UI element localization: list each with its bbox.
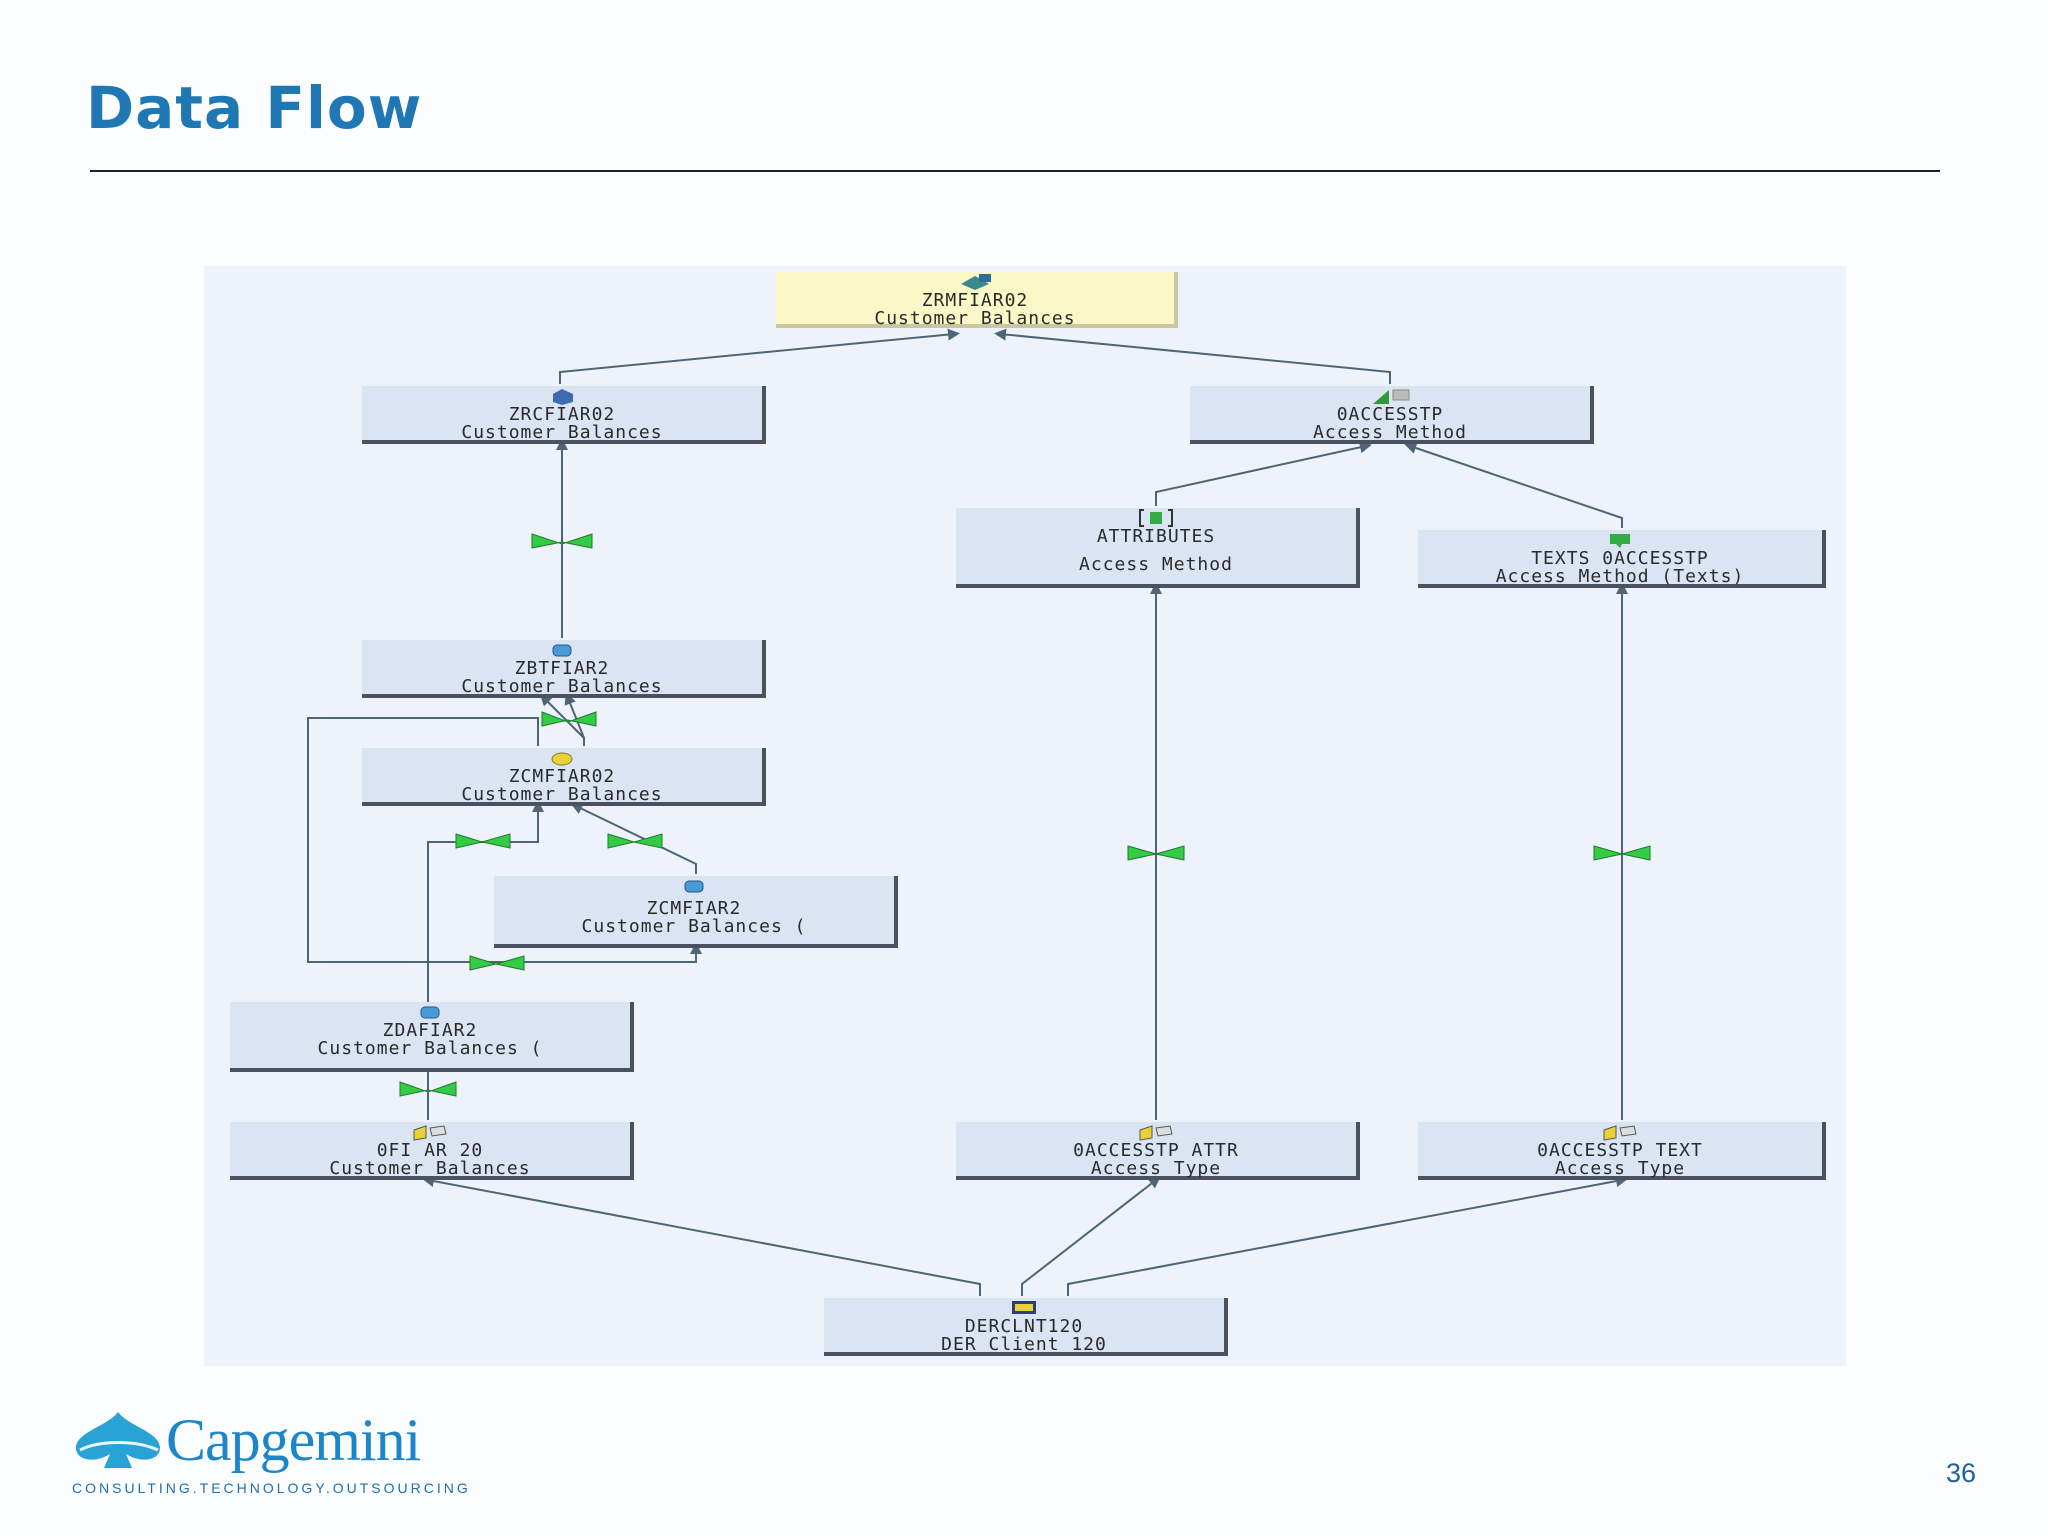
link-derclnt120-0fi [422,1175,981,1296]
link-derclnt120-text [1067,1175,1628,1296]
transformation-icon [1127,845,1185,861]
node-title: ZRCFIAR02 [508,404,616,425]
logo-wordmark: Capgemini [166,1407,421,1473]
node-title: ZDAFIAR2 [382,1020,478,1041]
node-subtitle: Customer Balances ( [581,916,807,937]
node-title: 0FI AR 20 [376,1140,484,1161]
dso-icon [552,644,572,657]
node-subtitle: Access Method (Texts) [1495,566,1745,587]
transformation-icon [541,711,597,727]
node-zcmfiar2[interactable]: ZCMFIAR2 Customer Balances ( [494,876,898,948]
datasource-icon [1139,1125,1173,1141]
title-divider [90,170,1940,172]
slide-title: Data Flow [86,74,423,142]
node-title: 0ACCESSTP [1336,404,1444,425]
spade-logo-icon [76,1412,160,1468]
node-zcmfiar02[interactable]: ZCMFIAR02 Customer Balances [362,748,766,806]
node-subtitle: Customer Balances [329,1158,531,1179]
node-subtitle: Customer Balances [874,308,1076,329]
link-attributes-oaccesstp [1155,441,1372,506]
source-system-icon [1012,1301,1036,1314]
transformation-icon [607,833,663,849]
node-zbtfiar2[interactable]: ZBTFIAR2 Customer Balances [362,640,766,698]
node-0accesstp-attr[interactable]: 0ACCESSTP ATTR Access Type [956,1122,1360,1180]
node-derclnt120[interactable]: DERCLNT120 DER Client 120 [824,1298,1228,1356]
node-zrcfiar02[interactable]: ZRCFIAR02 Customer Balances [362,386,766,444]
link-zrcfiar02-zrmfiar02 [559,328,960,384]
capgemini-logo: Capgemini CONSULTING.TECHNOLOGY.OUTSOURC… [70,1406,468,1496]
node-subtitle: Access Type [1554,1158,1686,1179]
transformation-icon [399,1081,457,1097]
node-zdafiar2[interactable]: ZDAFIAR2 Customer Balances ( [230,1002,634,1072]
node-title: ZBTFIAR2 [514,658,610,679]
link-derclnt120-attr [1021,1176,1161,1296]
infoobject-icon [1373,389,1410,404]
node-0fi-ar-20[interactable]: 0FI AR 20 Customer Balances [230,1122,634,1180]
link-zcmfiar02-zcmfiar2-loop [307,717,702,963]
texts-icon [1610,534,1630,548]
node-0accesstp[interactable]: 0ACCESSTP Access Method [1190,386,1594,444]
node-attributes[interactable]: ATTRIBUTES Access Method [956,508,1360,588]
node-title: ZCMFIAR02 [508,766,616,787]
multiprovider-icon [961,274,991,290]
link-zcmfiar02-zbtfiar2-b [539,693,585,739]
node-subtitle: Customer Balances [461,784,663,805]
transformation-icon [531,533,593,549]
node-subtitle: Access Method [1313,422,1467,443]
datasource-icon [1603,1125,1637,1141]
node-zrmfiar02[interactable]: ZRMFIAR02 Customer Balances [776,272,1178,328]
node-subtitle: DER Client 120 [941,1334,1107,1355]
node-title: 0ACCESSTP TEXT [1537,1140,1703,1161]
transformation-icon [455,833,511,849]
node-subtitle: Customer Balances ( [317,1038,543,1059]
node-subtitle: Customer Balances [461,422,663,443]
node-subtitle: Access Type [1090,1158,1222,1179]
node-0accesstp-text[interactable]: 0ACCESSTP TEXT Access Type [1418,1122,1826,1180]
node-title: ZRMFIAR02 [921,290,1029,311]
attributes-icon [1139,509,1173,527]
transformation-icon [1593,845,1651,861]
node-title: ZCMFIAR2 [646,898,742,919]
dso-icon [420,1006,440,1019]
link-texts-oaccesstp [1404,442,1623,528]
node-subtitle: Access Method [1079,554,1233,575]
datasource-icon [413,1125,447,1141]
node-subtitle: Customer Balances [461,676,663,697]
dso-icon [684,880,704,893]
page-number: 36 [1946,1458,1977,1488]
node-title: 0ACCESSTP ATTR [1073,1140,1239,1161]
node-title: ATTRIBUTES [1096,526,1216,547]
data-flow-diagram: ZRMFIAR02 Customer Balances ZRCFIAR02 Cu… [204,266,1846,1366]
link-oaccesstp-zrmfiar02 [994,328,1391,384]
node-title: TEXTS 0ACCESSTP [1531,548,1709,569]
logo-tagline: CONSULTING.TECHNOLOGY.OUTSOURCING [72,1480,471,1496]
infosource-icon [551,752,573,766]
node-texts-0accesstp[interactable]: TEXTS 0ACCESSTP Access Method (Texts) [1418,530,1826,588]
node-title: DERCLNT120 [964,1316,1084,1337]
infocube-icon [553,389,573,405]
link-zcmfiar2-zcmfiar02 [570,803,697,874]
diagram-links [307,328,1651,1296]
transformation-icon [469,955,525,971]
